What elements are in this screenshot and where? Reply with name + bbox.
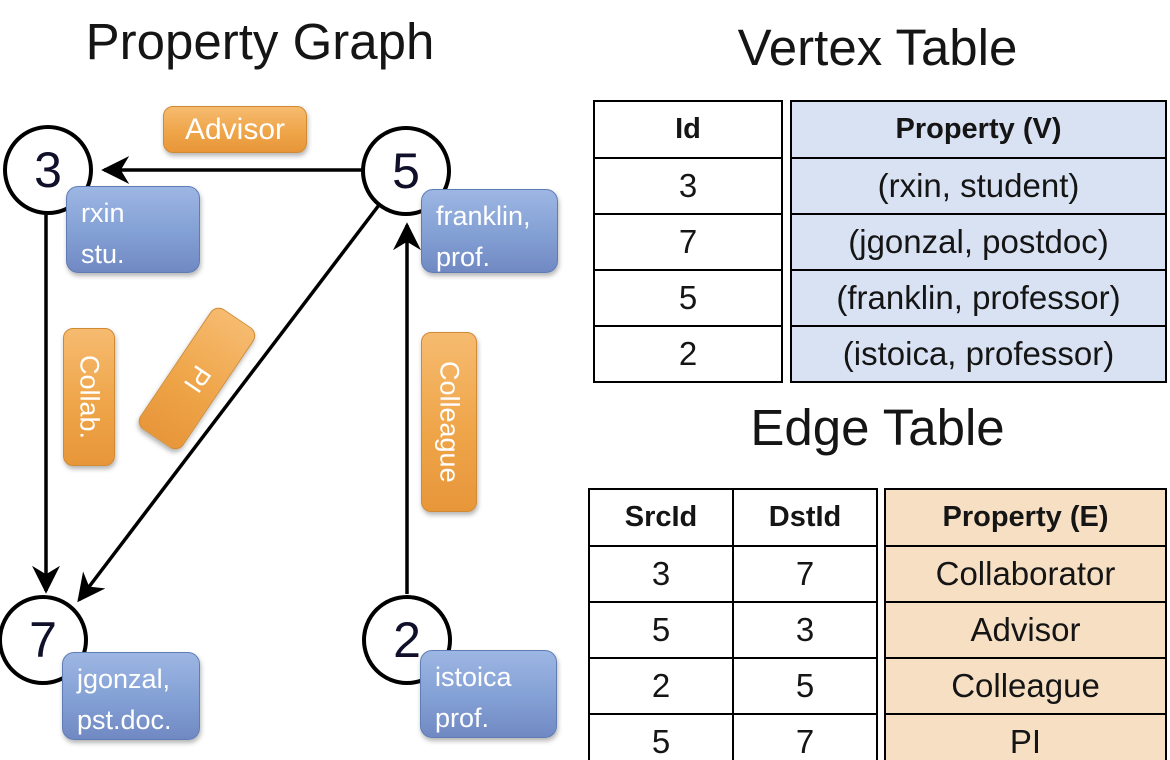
node-id-label: 5: [392, 143, 420, 199]
vertex-table-property-column: Property (V) (rxin, student) (jgonzal, p…: [790, 100, 1167, 383]
edge-property-cell: Collaborator: [884, 545, 1167, 603]
edge-property-cell: Advisor: [884, 601, 1167, 659]
table-row: 2: [593, 325, 783, 383]
vertex-table-header-property: Property (V): [790, 100, 1167, 159]
vertex-table-header-id: Id: [593, 100, 783, 159]
vertex-property-line: stu.: [81, 238, 125, 269]
vertex-property-line: franklin,: [436, 201, 531, 231]
vertex-table-title: Vertex Table: [737, 19, 1018, 76]
vertex-property-line: jgonzal,: [77, 664, 171, 694]
table-row: 5: [593, 269, 783, 327]
edge-dstid-cell: 7: [732, 713, 878, 760]
graph-edges-lines: [31, 156, 421, 603]
vertex-property-line: istoica: [435, 662, 512, 692]
edge-srcid-cell: 5: [588, 601, 734, 659]
vertex-property-cell: (jgonzal, postdoc): [790, 213, 1167, 271]
table-row: 7: [593, 213, 783, 271]
edge-table-header-srcid: SrcId: [588, 488, 734, 547]
vertex-property-line: rxin: [81, 198, 125, 228]
table-row: 5 3: [588, 601, 878, 659]
vertex-id-cell: 2: [593, 325, 783, 383]
vertex-property-cell: (istoica, professor): [790, 325, 1167, 383]
table-row: 5 7: [588, 713, 878, 760]
vertex-id-cell: 3: [593, 157, 783, 215]
table-row: (rxin, student): [790, 157, 1167, 215]
edge-table-header-property: Property (E): [884, 488, 1167, 547]
vertex-property-box-5: franklin, prof.: [421, 189, 558, 273]
table-row: (franklin, professor): [790, 269, 1167, 327]
vertex-property-line: prof.: [435, 702, 490, 733]
edge-table-property-column: Property (E) Collaborator Advisor Collea…: [884, 488, 1167, 760]
vertex-property-cell: (rxin, student): [790, 157, 1167, 215]
edge-property-cell: Colleague: [884, 657, 1167, 715]
edge-srcid-cell: 5: [588, 713, 734, 760]
vertex-id-cell: 7: [593, 213, 783, 271]
node-circle-2: 2: [362, 595, 452, 685]
table-row: Colleague: [884, 657, 1167, 715]
edge-srcid-cell: 2: [588, 657, 734, 715]
vertex-property-line: pst.doc.: [77, 704, 172, 735]
node-id-label: 2: [393, 612, 421, 668]
vertex-property-cell: (franklin, professor): [790, 269, 1167, 327]
property-graph-title: Property Graph: [85, 13, 435, 70]
edge-label-collab: Collab.: [63, 328, 115, 466]
table-row: 2 5: [588, 657, 878, 715]
edge-line-pi-5-to-7: [77, 203, 381, 603]
table-row: 3: [593, 157, 783, 215]
table-row: PI: [884, 713, 1167, 760]
table-row: Collaborator: [884, 545, 1167, 603]
edge-table-title: Edge Table: [750, 399, 1005, 456]
table-row: (istoica, professor): [790, 325, 1167, 383]
edge-label-colleague: Colleague: [421, 332, 477, 512]
vertex-property-box-7: jgonzal, pst.doc.: [62, 652, 200, 740]
node-circle-5: 5: [361, 126, 451, 216]
edge-property-cell: PI: [884, 713, 1167, 760]
edge-label-advisor: Advisor: [163, 106, 307, 153]
table-row: (jgonzal, postdoc): [790, 213, 1167, 271]
vertex-table-id-column: Id 3 7 5 2: [593, 100, 783, 383]
vertex-property-box-2: istoica prof.: [420, 650, 557, 738]
vertex-property-line: prof.: [436, 241, 491, 272]
table-row: Advisor: [884, 601, 1167, 659]
table-row: 3 7: [588, 545, 878, 603]
edge-table-header-dstid: DstId: [732, 488, 878, 547]
edge-dstid-cell: 7: [732, 545, 878, 603]
edge-srcid-cell: 3: [588, 545, 734, 603]
vertex-property-box-3: rxin stu.: [66, 186, 200, 273]
edge-dstid-cell: 5: [732, 657, 878, 715]
node-id-label: 3: [34, 142, 62, 198]
vertex-id-cell: 5: [593, 269, 783, 327]
edge-table-id-columns: SrcId DstId 3 7 5 3 2 5 5 7: [588, 488, 878, 760]
node-id-label: 7: [29, 612, 57, 668]
edge-dstid-cell: 3: [732, 601, 878, 659]
